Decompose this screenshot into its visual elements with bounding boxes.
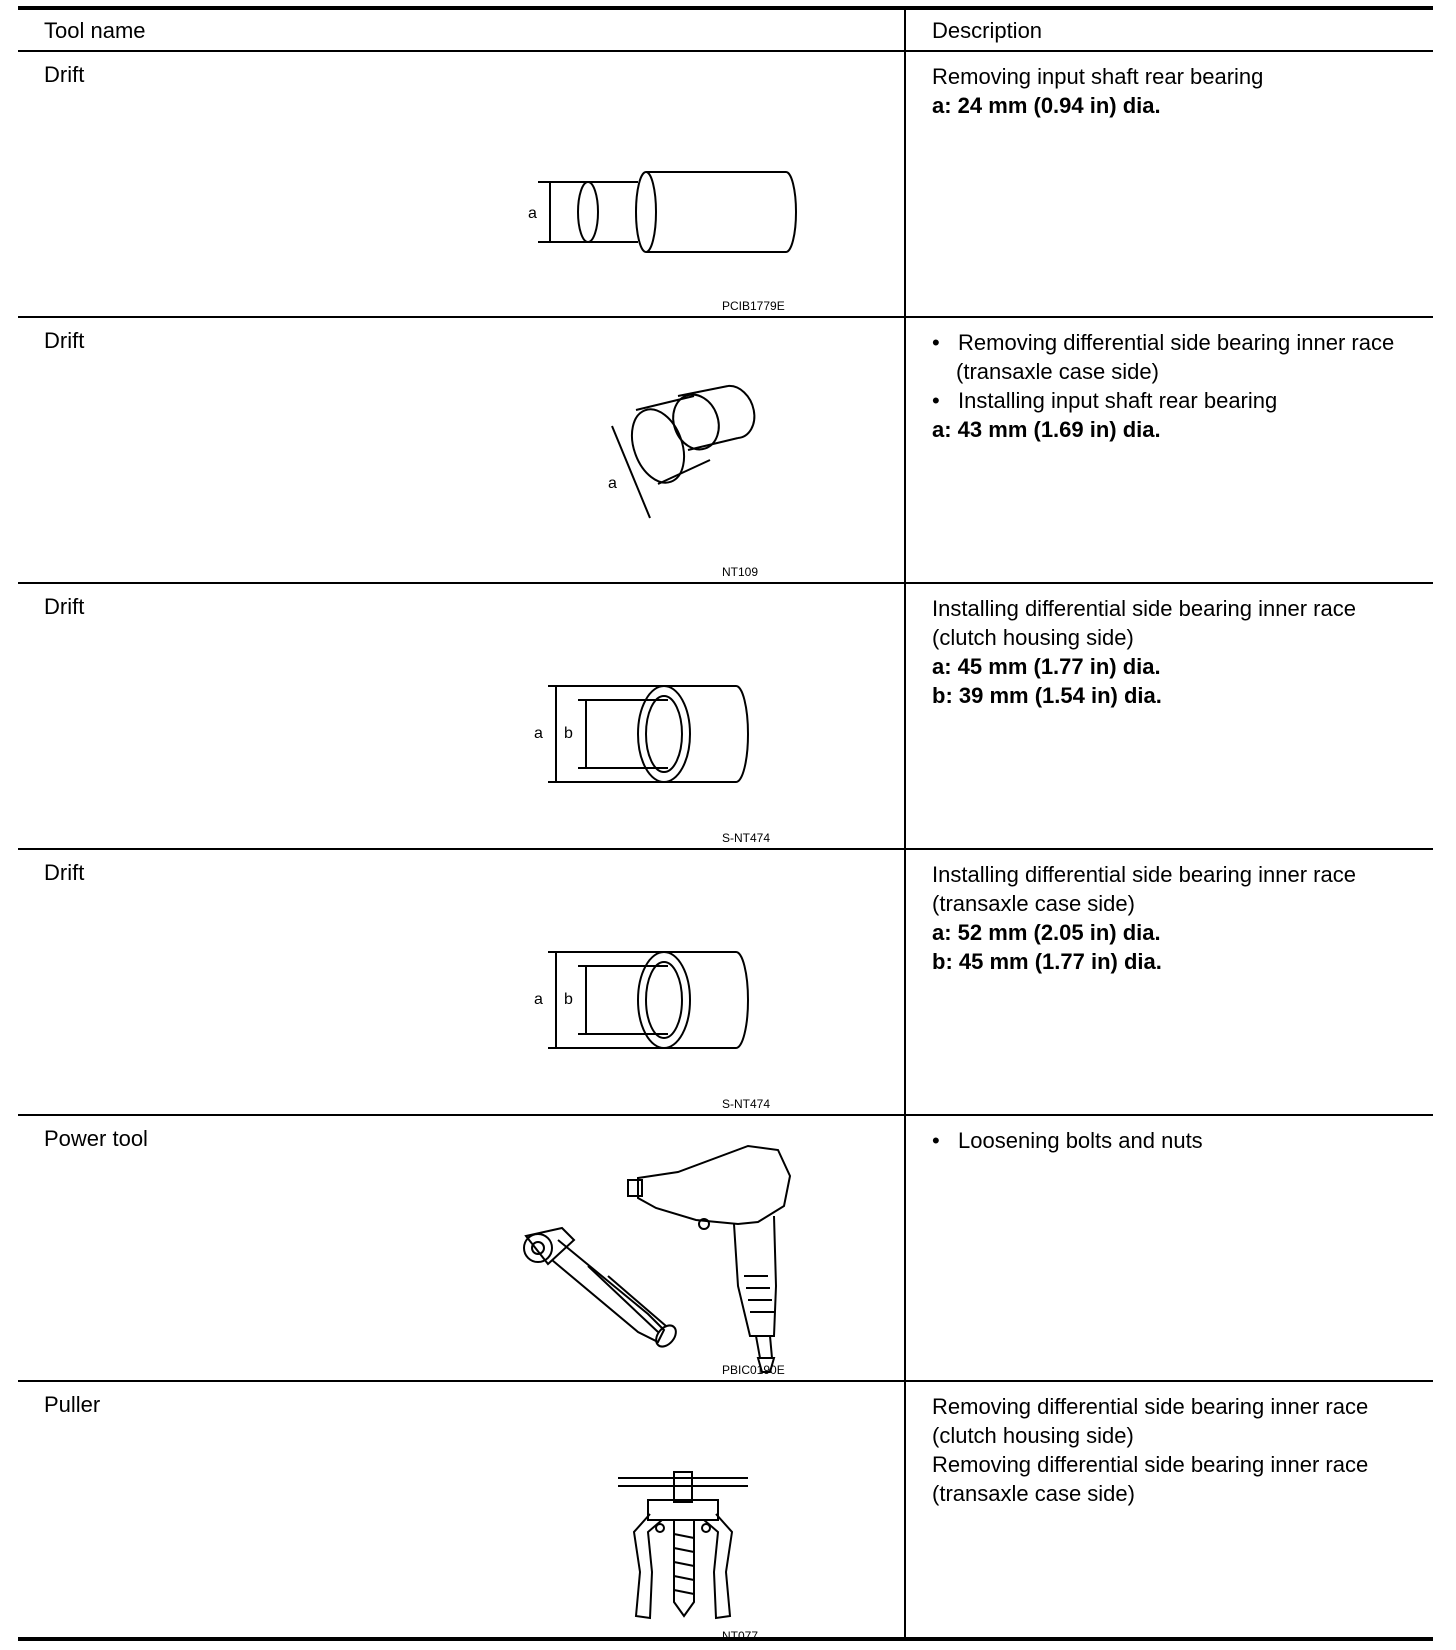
tool-name: Puller xyxy=(44,1392,101,1417)
row-rule xyxy=(18,316,1433,318)
description-line: Installing differential side bearing inn… xyxy=(932,862,1356,916)
tool-description: Installing differential side bearing inn… xyxy=(932,594,1412,710)
spec-line: b: 45 mm (1.77 in) dia. xyxy=(932,949,1162,974)
table-top-rule xyxy=(18,6,1433,10)
table-row: Puller NT077 Removing differentia xyxy=(18,1382,1433,1646)
description-line: Removing input shaft rear bearing xyxy=(932,64,1264,89)
bullet-item: • Loosening bolts and nuts xyxy=(932,1128,1203,1153)
figure-code: PCIB1779E xyxy=(722,299,785,312)
drift-figure: a b S-NT474 xyxy=(534,685,770,844)
tool-description: Installing differential side bearing inn… xyxy=(932,860,1412,976)
row-rule xyxy=(18,1114,1433,1116)
header-tool-name: Tool name xyxy=(44,18,146,43)
table-row: Drift a b S-NT474 Installing differentia… xyxy=(18,584,1433,848)
tool-name: Drift xyxy=(44,328,85,353)
table-row: Drift a PCIB1779E Removing input shaft r… xyxy=(18,52,1433,316)
spec-line: a: 43 mm (1.69 in) dia. xyxy=(932,417,1161,442)
tool-name: Drift xyxy=(44,594,85,619)
puller-figure: NT077 xyxy=(618,1471,758,1642)
row-rule xyxy=(18,582,1433,584)
header-description: Description xyxy=(932,18,1043,43)
column-divider xyxy=(904,6,906,1639)
tool-name: Power tool xyxy=(44,1126,148,1151)
description-line: Removing differential side bearing inner… xyxy=(932,1394,1369,1448)
header-rule xyxy=(18,50,1433,52)
bullet-item: • Installing input shaft rear bearing xyxy=(932,388,1278,413)
dim-label-a: a xyxy=(534,991,543,1008)
figure-code: PBIC0190E xyxy=(722,1363,785,1376)
drift-figure: a PCIB1779E xyxy=(528,171,797,312)
dim-label-a: a xyxy=(608,475,617,492)
dim-label-b: b xyxy=(564,991,573,1008)
row-rule xyxy=(18,1380,1433,1382)
tool-description: • Loosening bolts and nuts xyxy=(932,1126,1412,1155)
drift-figure: a b S-NT474 xyxy=(534,951,770,1110)
dim-label-a: a xyxy=(528,205,537,222)
row-rule xyxy=(18,848,1433,850)
tool-description: • Removing differential side bearing inn… xyxy=(932,328,1412,444)
figure-code: S-NT474 xyxy=(722,831,770,844)
tool-name: Drift xyxy=(44,62,85,87)
drift-figure: a NT109 xyxy=(608,384,758,578)
spec-line: a: 24 mm (0.94 in) dia. xyxy=(932,93,1161,118)
table-row: Drift a NT109 • Removing differential si… xyxy=(18,318,1433,582)
tool-description: Removing differential side bearing inner… xyxy=(932,1392,1412,1508)
description-line: Installing differential side bearing inn… xyxy=(932,596,1356,650)
figure-code: S-NT474 xyxy=(722,1097,770,1110)
table-row: Drift a b S-NT474 Installing differentia… xyxy=(18,850,1433,1114)
spec-line: a: 45 mm (1.77 in) dia. xyxy=(932,654,1161,679)
bullet-item: • Removing differential side bearing inn… xyxy=(932,330,1395,384)
dim-label-b: b xyxy=(564,725,573,742)
figure-code: NT109 xyxy=(722,565,758,578)
spec-line: a: 52 mm (2.05 in) dia. xyxy=(932,920,1161,945)
power-tool-figure: PBIC0190E xyxy=(523,1144,792,1376)
description-line: Removing differential side bearing inner… xyxy=(932,1452,1369,1506)
table-bottom-rule xyxy=(18,1637,1433,1641)
table-row: Power tool xyxy=(18,1116,1433,1380)
dim-label-a: a xyxy=(534,725,543,742)
spec-line: b: 39 mm (1.54 in) dia. xyxy=(932,683,1162,708)
tool-name: Drift xyxy=(44,860,85,885)
tool-description: Removing input shaft rear bearing a: 24 … xyxy=(932,62,1412,120)
